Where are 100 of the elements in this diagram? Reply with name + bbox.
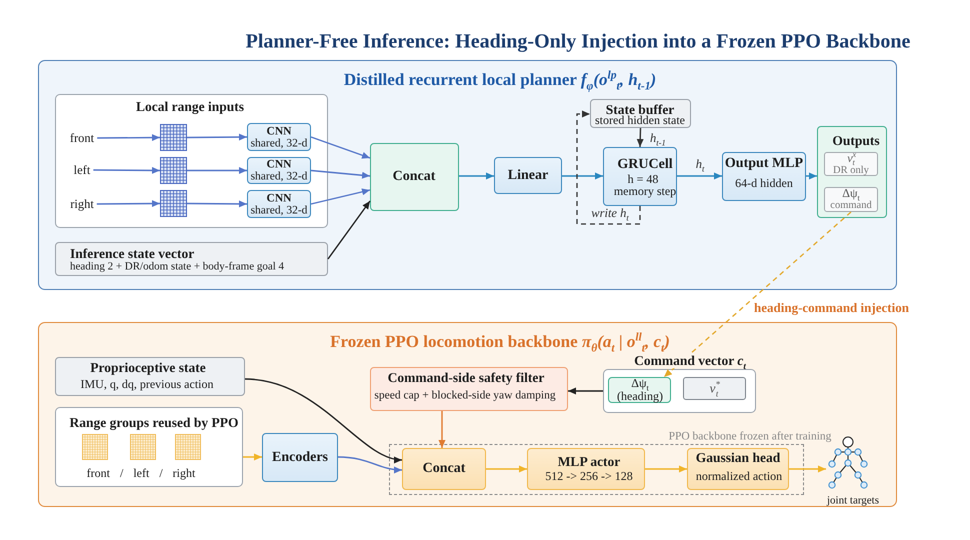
backbone-panel <box>38 322 897 507</box>
output-slot <box>824 152 878 176</box>
diagram-title: Planner-Free Inference: Heading-Only Injection into a Frozen PPO Backbone <box>246 30 910 54</box>
box-title: MLP actor <box>558 454 620 470</box>
box-title: CNN <box>266 192 292 206</box>
box-description: h = 48 <box>628 173 658 187</box>
box-title: Proprioceptive state <box>90 360 206 376</box>
arrow <box>187 134 247 141</box>
box-description: shared, 32-d <box>250 136 308 150</box>
dashed-arrow <box>664 212 852 378</box>
range-grid-icon <box>160 190 187 217</box>
box-title: Linear <box>508 168 548 184</box>
arrow <box>459 172 494 180</box>
command-slot <box>683 377 746 400</box>
box-title: GRUCell <box>617 156 673 174</box>
encoder-box <box>247 190 311 218</box>
arrow <box>636 128 644 148</box>
input-label: right <box>67 196 97 212</box>
range-grid-icon <box>160 124 187 151</box>
command-slot <box>608 377 671 403</box>
box-title: CNN <box>266 124 292 138</box>
arrow <box>310 136 370 159</box>
box-title: State buffer <box>606 102 674 117</box>
edge-label: h$_{t}$ <box>694 158 706 172</box>
encoder-box <box>247 157 311 184</box>
box-description: IMU, q, dq, previous action <box>80 378 214 392</box>
box-title: Concat <box>422 460 466 478</box>
box-title: Output MLP <box>724 156 804 172</box>
output-slot <box>824 187 878 212</box>
concat-box <box>402 448 486 490</box>
arrow <box>310 188 370 205</box>
range-group-panel <box>55 407 243 487</box>
arrow <box>96 200 160 208</box>
gaussian-head-box <box>687 448 789 490</box>
group-note: PPO backbone frozen after training <box>668 430 832 444</box>
arrow <box>310 170 370 179</box>
arrow <box>486 466 527 472</box>
arrow <box>187 167 247 174</box>
arrow <box>97 134 160 142</box>
box-title: Encoders <box>272 450 328 466</box>
box-title: Gaussian head <box>696 450 780 466</box>
safety-filter-box <box>370 367 568 411</box>
range-grid-icon <box>160 157 187 184</box>
symbol-label: Δψ$_{t}$ <box>842 186 860 200</box>
box-title: Local range inputs <box>136 99 244 115</box>
box-description: command <box>830 200 872 212</box>
outputs-box <box>817 126 887 218</box>
concat-box <box>370 143 459 211</box>
box-description: 64-d hidden <box>735 177 793 191</box>
arrow <box>93 166 160 174</box>
figure-caption: joint targets <box>826 494 880 508</box>
edge-label: write h$_{t}$ <box>589 206 631 220</box>
state-buffer-box <box>590 99 691 128</box>
box-description: shared, 32-d <box>250 204 308 218</box>
box-title: Inference state vector <box>70 246 194 262</box>
arrow <box>438 411 446 448</box>
input-label: left <box>70 162 94 178</box>
box-description: heading 2 + DR/odom state + body-frame goal 4 <box>70 260 284 274</box>
dashed-arrow <box>576 110 641 225</box>
input-label: front <box>66 130 98 146</box>
proprioception-box <box>55 357 245 396</box>
edge-label: h$_{t-1}$ <box>648 132 668 146</box>
box-title: Outputs <box>832 133 880 149</box>
box-title: Command-side safety filter <box>388 370 544 386</box>
arrow <box>677 172 722 180</box>
arrow <box>243 454 262 460</box>
arrow <box>806 172 817 180</box>
gru-cell-box <box>603 147 677 206</box>
arrow <box>187 200 247 208</box>
group-title: Command vector c$_{t}$ <box>632 352 748 368</box>
arrow <box>327 200 371 260</box>
arrow <box>645 466 687 472</box>
box-description: shared, 32-d <box>250 170 308 184</box>
box-description: 512 -> 256 -> 128 <box>545 470 633 484</box>
box-description: DR only <box>833 164 869 177</box>
edge-label: heading-command injection <box>752 300 911 316</box>
direction-labels: front / left / right <box>86 467 196 481</box>
arrow <box>789 466 826 472</box>
box-title: Range groups reused by PPO <box>69 415 239 431</box>
panel-title: Distilled recurrent local planner f$_{φ}$(o$^{lp}$$_{t}$, h$_{t-1}$) <box>344 70 656 90</box>
symbol-label: Δψ$_{t}$ <box>631 376 649 390</box>
arrow <box>568 388 603 394</box>
box-title: CNN <box>266 158 292 172</box>
input-group-panel <box>55 94 328 228</box>
curved-arrow <box>338 456 402 474</box>
curved-arrow <box>244 378 402 462</box>
box-title: Concat <box>392 168 436 186</box>
box-description: normalized action <box>696 470 782 484</box>
box-description: (heading) <box>617 390 663 404</box>
mlp-actor-box <box>527 448 645 490</box>
arrow <box>562 172 603 180</box>
box-description: stored hidden state <box>595 114 685 128</box>
box-description: speed cap + blocked-side yaw damping <box>374 389 556 403</box>
state-vector-box <box>55 242 328 276</box>
encoders-box <box>262 433 338 482</box>
encoder-box <box>247 123 311 151</box>
linear-layer-box <box>494 157 562 194</box>
box-description: memory step <box>614 185 676 199</box>
planner-panel <box>38 60 897 290</box>
output-mlp-box <box>722 152 806 201</box>
